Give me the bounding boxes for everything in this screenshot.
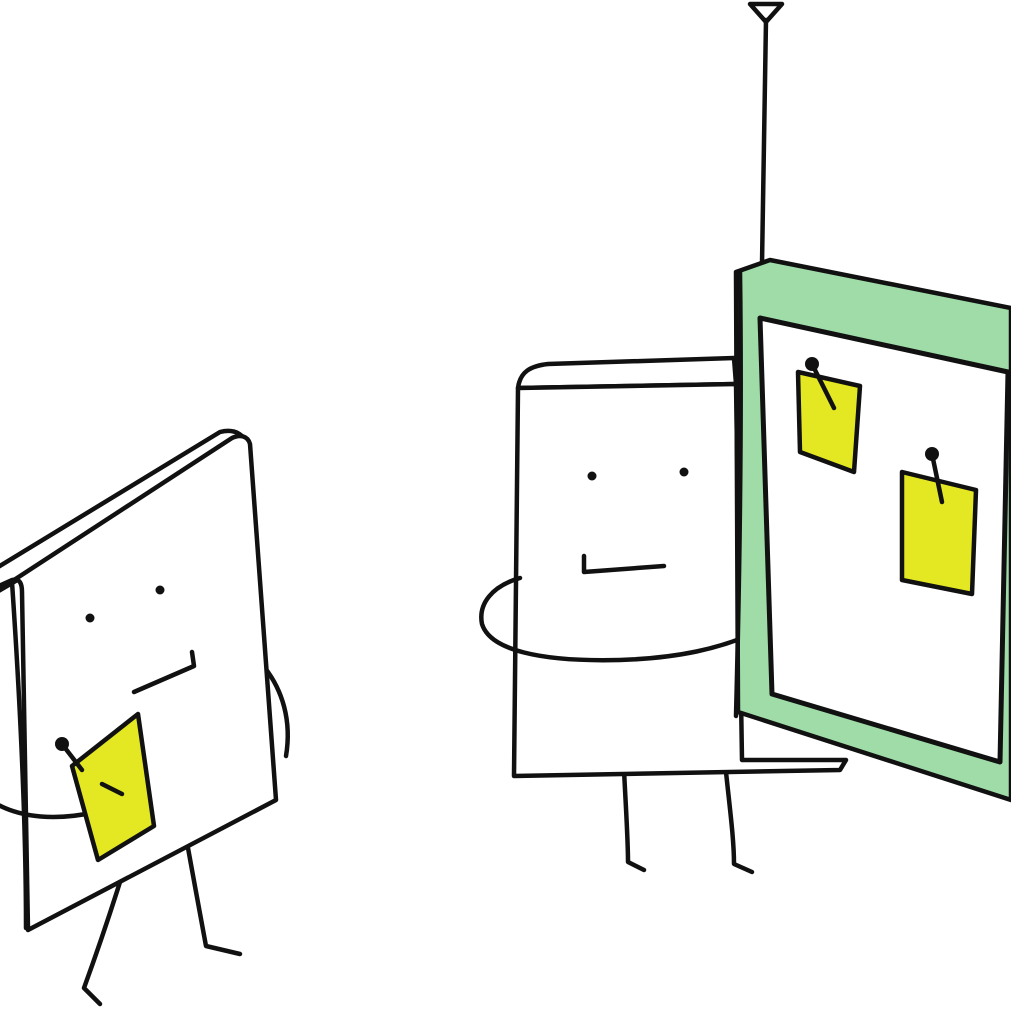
note-scribble xyxy=(99,781,125,797)
pinboard-note-2 xyxy=(899,447,979,597)
rod-hook-icon xyxy=(747,1,785,25)
mouth xyxy=(131,649,197,695)
walking-character-right-arm xyxy=(262,665,291,759)
pushpin-needle xyxy=(809,361,837,411)
walking-character-body xyxy=(0,433,279,933)
pinboard xyxy=(733,1,1011,803)
mouth xyxy=(581,553,667,575)
sticky-note xyxy=(795,369,863,475)
right-eye xyxy=(679,467,689,477)
left-leg xyxy=(81,879,123,1007)
left-leg xyxy=(621,767,647,873)
presenting-character-top xyxy=(515,355,739,391)
pinboard-note-1 xyxy=(795,357,863,475)
left-eye xyxy=(85,613,95,623)
right-leg xyxy=(185,845,243,957)
pushpin-needle xyxy=(59,741,85,773)
walking-character-legs xyxy=(81,845,243,1007)
walking-character-sticky-note xyxy=(55,711,157,863)
left-eye xyxy=(587,471,597,481)
walking-character-edge xyxy=(9,579,29,931)
right-leg xyxy=(723,769,755,875)
presenting-character-legs xyxy=(621,767,755,875)
hanging-rod xyxy=(759,17,769,267)
walking-block-character xyxy=(0,428,291,1007)
presenting-character-arm xyxy=(479,575,755,663)
right-eye xyxy=(155,585,165,595)
pushpin-needle xyxy=(929,451,945,505)
sticky-note xyxy=(899,469,979,597)
pinboard-frame-edge xyxy=(733,269,744,719)
walking-character-face xyxy=(85,585,197,695)
presenting-character-face xyxy=(581,467,689,575)
